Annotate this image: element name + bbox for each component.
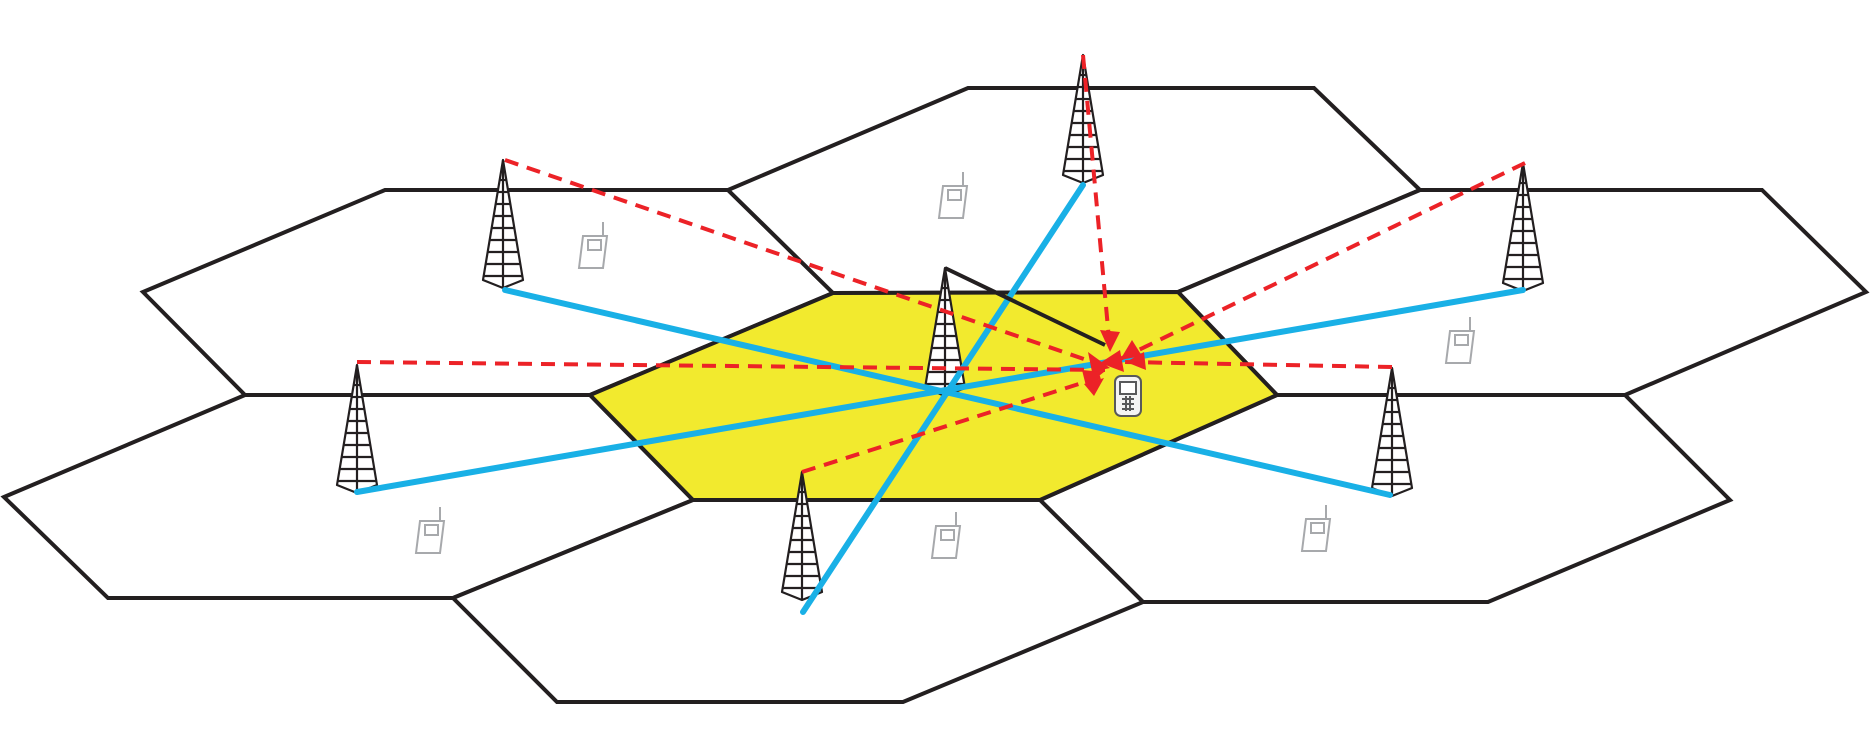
cell-tower-icon: [780, 470, 824, 602]
interference-link: [1117, 161, 1526, 362]
idle-phone-icon: [937, 172, 969, 219]
cell-tower-icon: [1501, 161, 1545, 293]
interference-links: [356, 54, 1526, 474]
cell-grid: [0, 86, 1870, 704]
idle-phone-icon: [930, 512, 962, 559]
interference-link: [1081, 54, 1112, 351]
useful-link: [354, 287, 1526, 495]
useful-link: [800, 182, 1086, 615]
idle-phones: [414, 172, 1476, 559]
interference-link: [801, 374, 1105, 474]
towers: [335, 53, 1545, 602]
serving-link: [944, 266, 1106, 347]
idle-phone-icon: [577, 222, 609, 269]
interference-arrow-icon: [1082, 330, 1146, 396]
idle-phone-icon: [414, 507, 446, 554]
tower-bottom: [780, 470, 824, 602]
interference-link: [356, 360, 1106, 372]
idle-phone-icon: [1444, 317, 1476, 364]
useful-links: [354, 182, 1526, 615]
tower-upper-right: [1501, 161, 1545, 293]
mobile-phone-icon: [1114, 375, 1142, 417]
interference-link: [504, 158, 1111, 370]
idle-phone-icon: [1300, 505, 1332, 552]
